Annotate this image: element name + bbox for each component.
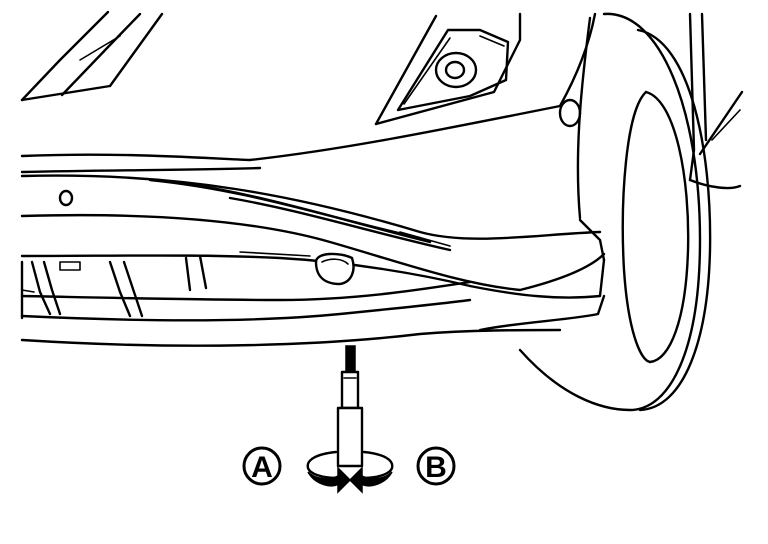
bumper-lower <box>20 251 606 347</box>
trunk-lid-lines <box>20 10 164 102</box>
adjuster-bolt <box>345 345 356 373</box>
tail-lamp <box>374 12 522 126</box>
quarter-panel <box>20 12 597 220</box>
rotation-arrows <box>306 450 394 494</box>
rear-tire <box>518 12 712 412</box>
arrow-clockwise <box>348 466 393 494</box>
arrow-counterclockwise <box>307 466 352 494</box>
adjuster-tool <box>336 345 364 468</box>
sensor-hole <box>558 98 582 128</box>
callout-b-label: B <box>425 451 447 484</box>
callout-b: B <box>416 446 456 486</box>
bumper-upper <box>20 174 606 292</box>
callout-a: A <box>242 446 282 486</box>
bumper-hole <box>58 189 74 207</box>
callout-a-label: A <box>251 451 273 484</box>
body-edge-right <box>688 12 744 190</box>
socket-handle <box>336 406 364 468</box>
